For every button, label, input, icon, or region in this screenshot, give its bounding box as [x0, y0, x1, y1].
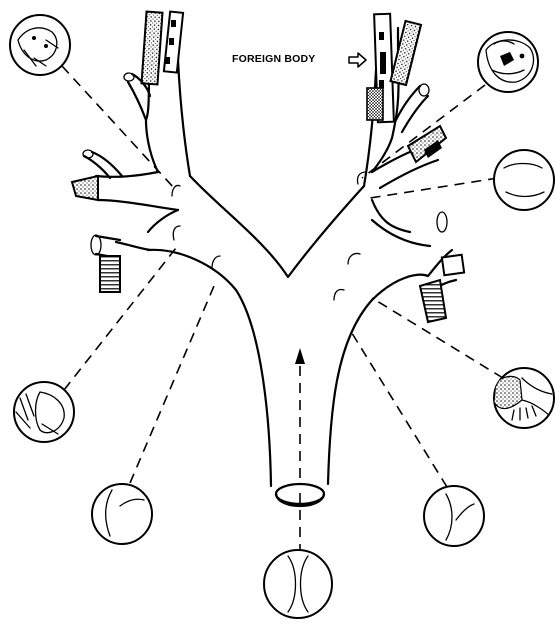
right-lower-hatched-tube [420, 280, 446, 322]
left-apical-tube-mark [165, 57, 170, 64]
right-middle-lower-branch-end [437, 212, 447, 232]
site-arrow [348, 253, 360, 264]
right-small-branch [396, 86, 428, 132]
right-bronchus-wall [328, 275, 428, 484]
view-circle-left-bottom [92, 484, 152, 544]
left-bronchus-wall [148, 250, 271, 486]
left-middle-upper-stub-end [83, 150, 93, 158]
view-circle-right-middle [494, 150, 554, 210]
right-apical-tube-mark [379, 32, 384, 40]
right-lower-stub [442, 255, 464, 276]
leader-line-right-middle [370, 178, 498, 198]
left-middle-upper-stub [84, 152, 122, 178]
left-lower-branch [116, 210, 178, 250]
left-lower-hatched-tube [100, 256, 120, 292]
site-arrow [172, 185, 180, 196]
left-apical-tube-mark [169, 38, 174, 45]
site-arrow [173, 226, 180, 240]
left-lower-stub-end [91, 235, 101, 255]
leader-line-left-bottom [130, 286, 214, 483]
left-apical-tube-mark [171, 20, 176, 27]
right-small-branch-end [419, 84, 429, 96]
left-small-branch-end [124, 73, 134, 81]
left-middle-branch [96, 172, 178, 210]
outline-right-arrow-icon [349, 53, 366, 67]
right-apical-tube-mark [379, 80, 384, 88]
leader-line-right-bottom [350, 330, 447, 487]
bronchial-tree [72, 12, 464, 506]
left-middle-branch-tip [72, 176, 98, 200]
view-circle-trachea [264, 550, 332, 618]
magnified-views [10, 15, 554, 618]
site-arrow [334, 289, 344, 300]
carina [190, 176, 364, 277]
up-arrow-icon [295, 348, 305, 364]
left-apical-tube [142, 12, 163, 85]
foreign-body-label: FOREIGN BODY [232, 53, 316, 65]
right-apical-stipple [367, 88, 383, 120]
right-middle-branch-tube [408, 126, 446, 162]
view-circle-right-bottom [424, 486, 484, 546]
right-middle-lower-branch [372, 200, 430, 246]
site-arrow [212, 256, 220, 268]
right-apical-tube-2 [390, 21, 421, 85]
foreign-body-mark [380, 52, 386, 74]
